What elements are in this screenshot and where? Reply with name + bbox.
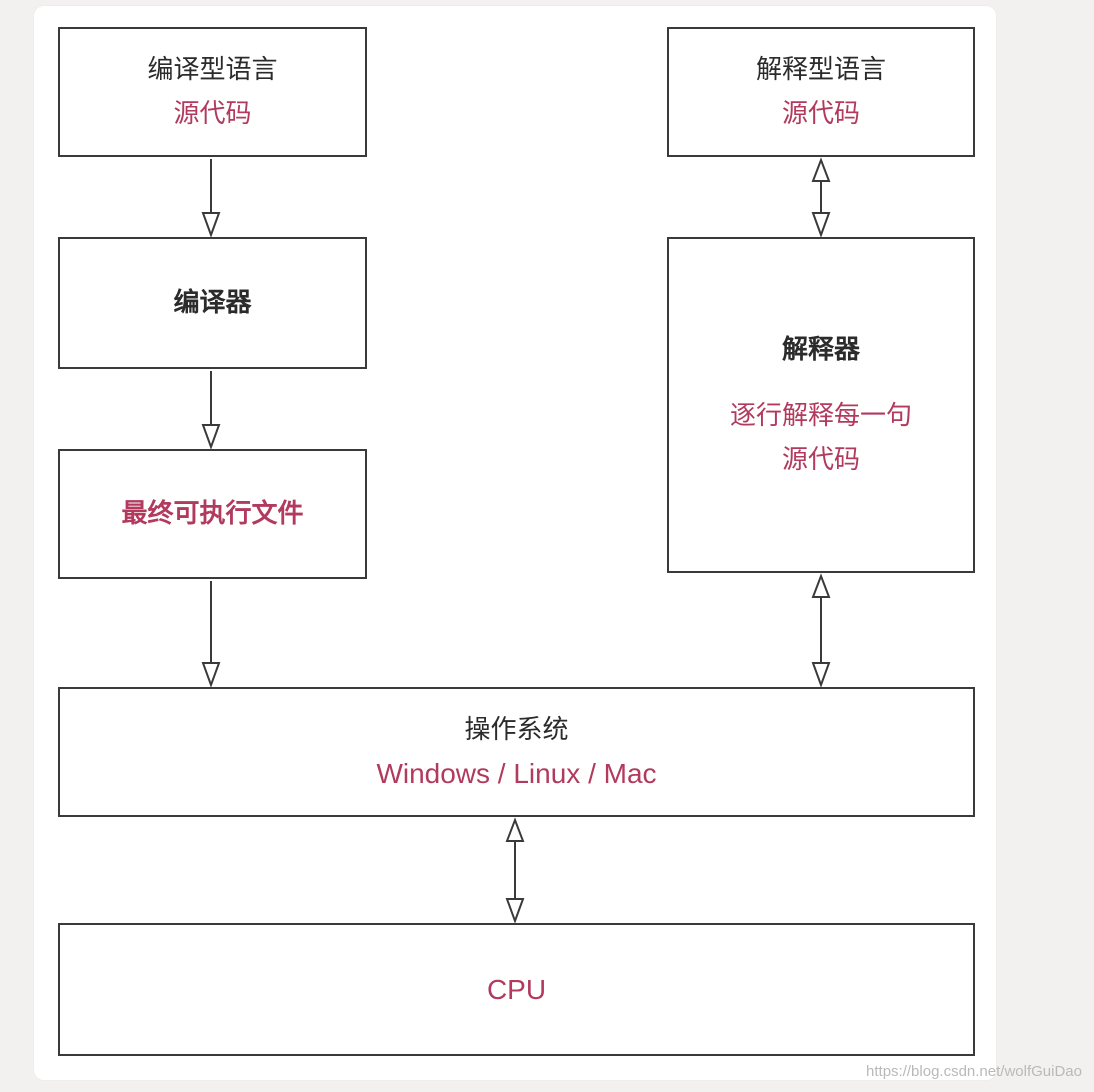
arrow-executable-to-os xyxy=(201,581,221,688)
arrow-interpreter-os-bidirectional xyxy=(811,573,831,688)
compiler-label: 编译器 xyxy=(173,288,252,318)
compiled-language-source-box: 编译型语言 源代码 xyxy=(58,27,367,157)
cpu-box: CPU xyxy=(58,923,975,1056)
executable-label: 最终可执行文件 xyxy=(121,499,304,529)
watermark-url: https://blog.csdn.net/wolfGuiDao xyxy=(866,1063,1082,1080)
operating-system-box: 操作系统 Windows / Linux / Mac xyxy=(58,687,975,817)
interpreter-title: 解释器 xyxy=(781,335,860,365)
interpreter-box: 解释器 逐行解释每一句 源代码 xyxy=(667,237,975,573)
interpreter-desc-line1: 逐行解释每一句 xyxy=(729,401,912,431)
executable-box: 最终可执行文件 xyxy=(58,449,367,579)
interpreter-desc-line2: 源代码 xyxy=(781,445,860,475)
compiled-source-code-label: 源代码 xyxy=(173,99,252,129)
operating-system-title: 操作系统 xyxy=(464,715,569,745)
interpreted-language-title: 解释型语言 xyxy=(755,55,886,85)
compiled-language-title: 编译型语言 xyxy=(147,55,278,85)
operating-system-platforms: Windows / Linux / Mac xyxy=(376,758,657,789)
arrow-os-cpu-bidirectional xyxy=(505,817,525,924)
interpreted-language-source-box: 解释型语言 源代码 xyxy=(667,27,975,157)
arrow-source-interpreter-bidirectional xyxy=(811,157,831,238)
cpu-label: CPU xyxy=(486,973,547,1005)
compiler-box: 编译器 xyxy=(58,237,367,369)
arrow-compiler-to-executable xyxy=(201,371,221,450)
interpreted-source-code-label: 源代码 xyxy=(781,99,860,129)
arrow-source-to-compiler xyxy=(201,159,221,238)
